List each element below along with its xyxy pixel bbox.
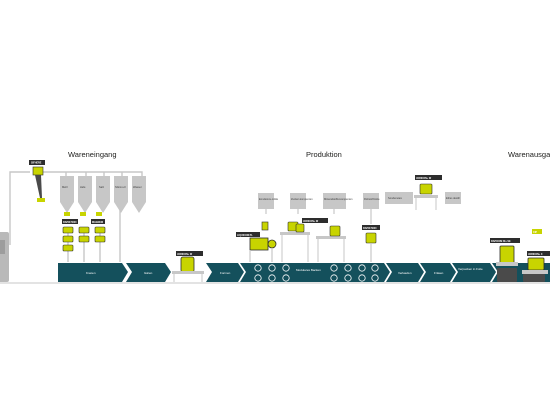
box-ether: Ether-destill: [446, 196, 460, 200]
silo-label-hefe: Hefe: [80, 185, 86, 189]
box-sonderware: Sonderware: [388, 196, 403, 200]
step-verpacken: Verpacken in Folie: [458, 267, 483, 271]
tag-cip: CIP: [533, 231, 537, 234]
box-emulsion: Emulsions-mittle: [259, 197, 279, 201]
silo-wasser: Wasser: [132, 176, 146, 213]
silo-salz: Salz: [96, 176, 110, 213]
modular-bake-label-bg: [293, 265, 327, 279]
tag-liquicom: LIQUICOM PL: [237, 234, 253, 237]
tag-varicon-x: VARICON+ X: [528, 253, 543, 256]
step-verkaufen: Verkaufen: [398, 271, 412, 275]
box-mineral: Mineralstoffe-kompenten: [324, 197, 353, 201]
tag-magnum: MAGNUM: [92, 221, 103, 224]
process-arrow-row: Kneten Gären Formen Verkaufen Fräsen Ver…: [58, 263, 550, 282]
tag-rapid-top: RAPID 5000: [363, 227, 377, 230]
silo-hefe: Hefe: [78, 176, 92, 213]
section-title-wareneingang: Wareneingang: [68, 150, 117, 159]
box-rohstoff: Rohstoff-fette: [364, 197, 380, 201]
tag-sifter: SIFHERE: [31, 162, 42, 165]
silo-group: Mehl Hefe Salz Silicon-öl Wasser: [60, 176, 146, 213]
silo-label-salz: Salz: [99, 185, 105, 189]
tag-rapid-sonic: RAPID 5000: [63, 221, 77, 224]
step-kneten: Kneten: [86, 271, 96, 275]
step-modulares-backen: Modulares Backen: [296, 268, 321, 272]
tag-varicon-w2: VARICON+ W: [303, 220, 319, 223]
silo-label-wasser: Wasser: [133, 185, 142, 189]
silo-label-mehl: Mehl: [62, 185, 68, 189]
packaging-station: CIP RAPICOM DI+ SE VARICON+ X: [490, 229, 550, 282]
section-title-warenausgang: Warenausgang: [508, 150, 550, 159]
dosing-units: RAPID 5000 MAGNUM: [62, 212, 106, 252]
oven-fan-icons: [254, 264, 379, 282]
delivery-truck-icon: [0, 232, 9, 282]
step-gaeren: Gären: [144, 271, 153, 275]
box-zucker: Zucker-kompenten: [291, 197, 313, 201]
tag-varicon-w3: VARICON+ W: [416, 177, 432, 180]
varicon-w-unit-1: VARICON+ W: [172, 251, 204, 282]
step-fraesen: Fräsen: [434, 271, 444, 275]
silo-label-siliconoel: Silicon-öl: [115, 185, 126, 189]
tag-rapicom: RAPICOM DI+ SE: [491, 240, 511, 243]
section-title-produktion: Produktion: [306, 150, 342, 159]
tag-varicon-w1: VARICON+ W: [177, 253, 193, 256]
special-product-station: VARICON+ W Sonderware Ether-destill: [385, 175, 461, 210]
ingredient-boxes: Emulsions-mittle Zucker-kompenten Minera…: [258, 193, 380, 224]
step-formen: Formen: [220, 271, 231, 275]
sifter-unit: SIFHERE: [29, 160, 45, 202]
production-stations: LIQUICOM PL VARICON+ W RAPID 5000: [236, 218, 380, 262]
silo-mehl: Mehl: [60, 176, 74, 213]
silo-siliconoel: Silicon-öl: [114, 176, 128, 213]
